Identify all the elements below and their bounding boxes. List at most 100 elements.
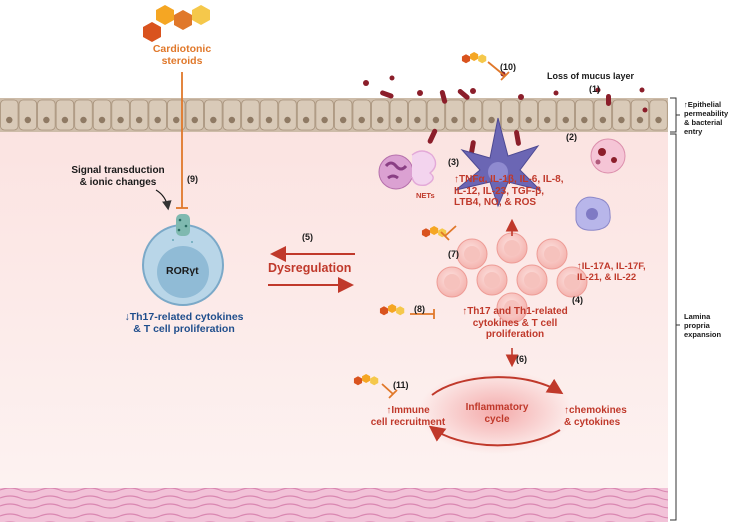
chemokines-label: ↑chemokines& cytokines xyxy=(564,405,627,428)
epithelial-nucleus xyxy=(43,116,50,124)
epithelial-cell xyxy=(259,99,279,131)
epithelial-cell xyxy=(204,99,223,131)
epithelial-cell xyxy=(630,99,650,131)
epithelial-nucleus xyxy=(191,116,198,124)
epithelial-nucleus xyxy=(618,116,625,124)
epithelial-nucleus xyxy=(581,116,588,124)
epithelial-brace xyxy=(670,97,680,133)
t-cell-nucleus xyxy=(504,240,520,256)
epithelial-cell xyxy=(74,99,93,131)
epithelial-nucleus xyxy=(377,116,384,124)
th17-down-label: ↓Th17-related cytokines& T cell prolifer… xyxy=(124,311,244,336)
step-8: (8) xyxy=(414,304,425,314)
epithelial-cell xyxy=(111,99,130,131)
loss-mucus-label: Loss of mucus layer xyxy=(547,71,635,81)
epithelial-nucleus xyxy=(451,116,458,124)
epithelium-layer xyxy=(0,98,668,132)
muscle-layer xyxy=(0,488,668,522)
epithelial-nucleus xyxy=(117,116,124,124)
roryt-label: RORγt xyxy=(166,265,199,277)
il17-label: ↑IL-17A, IL-17F,IL-21, & IL-22 xyxy=(577,261,646,283)
epithelial-nucleus xyxy=(24,116,32,124)
epithelial-cell xyxy=(593,99,613,131)
step-10: (10) xyxy=(500,62,517,72)
epithelial-cell xyxy=(408,99,427,131)
step-4: (4) xyxy=(572,295,583,305)
epithelial-cell xyxy=(575,99,594,131)
step-6: (6) xyxy=(516,354,527,364)
epithelial-cell xyxy=(649,99,668,131)
epithelial-nucleus xyxy=(265,116,273,124)
epithelial-cell xyxy=(148,99,167,131)
epithelial-cell xyxy=(463,99,483,131)
step-5: (5) xyxy=(302,232,313,242)
epithelial-nucleus xyxy=(321,116,328,124)
epithelial-cell xyxy=(185,99,204,131)
epithelial-cell xyxy=(222,99,242,131)
epithelial-nucleus xyxy=(302,116,310,124)
epithelial-cell xyxy=(241,99,260,131)
epithelial-nucleus xyxy=(414,116,421,124)
steroid-icon-10 xyxy=(461,52,487,64)
epithelial-cell xyxy=(55,99,75,131)
inflammatory-glow xyxy=(418,370,574,454)
epithelial-cell xyxy=(519,99,538,131)
epithelial-cell xyxy=(445,99,464,131)
bacteria-icon xyxy=(363,71,648,155)
epithelial-cell xyxy=(18,99,37,131)
epithelial-cell xyxy=(315,99,334,131)
step-2: (2) xyxy=(566,132,577,142)
epithelial-nucleus xyxy=(469,116,477,124)
epithelial-cell xyxy=(333,99,353,131)
epithelial-cell xyxy=(500,99,520,131)
steroid-icon-8 xyxy=(379,304,405,316)
signal-transduction-label: Signal transduction& ionic changes xyxy=(71,165,165,188)
epithelial-nucleus xyxy=(80,116,87,124)
epithelial-nucleus xyxy=(544,116,551,124)
epithelial-nucleus xyxy=(173,116,180,124)
epithelial-cell xyxy=(389,99,408,131)
nets-label: NETs xyxy=(416,191,435,200)
epithelial-nucleus xyxy=(247,116,254,124)
epithelial-cell xyxy=(129,99,149,131)
epithelial-nucleus xyxy=(135,116,143,124)
t-cell-nucleus xyxy=(504,300,520,316)
epithelial-nucleus xyxy=(6,116,13,124)
epithelial-cell xyxy=(37,99,56,131)
epithelial-cell xyxy=(0,99,19,131)
epithelial-cell xyxy=(92,99,112,131)
cardiotonic-steroid-icon xyxy=(143,5,210,42)
epithelial-nucleus xyxy=(61,116,69,124)
t-cell-nucleus xyxy=(464,246,480,262)
epithelial-cell xyxy=(556,99,575,131)
epithelial-cell xyxy=(278,99,297,131)
step-7: (7) xyxy=(448,249,459,259)
t-cell-nucleus xyxy=(544,246,560,262)
t-cell-nucleus xyxy=(484,272,500,288)
epithelial-nucleus xyxy=(339,116,347,124)
t-cell-nucleus xyxy=(564,274,580,290)
cycle-arrow-top xyxy=(431,376,564,396)
epithelial-nucleus xyxy=(525,116,532,124)
cytokines-top-label: ↑TNFα, IL-1β, IL-6, IL-8,IL-12, IL-23, T… xyxy=(454,174,564,208)
step-9: (9) xyxy=(187,174,198,184)
cycle-arrow-bottom xyxy=(428,425,561,447)
neutrophil-nets xyxy=(378,150,437,190)
t-cell-cluster xyxy=(436,232,588,324)
t-cell-nucleus xyxy=(444,274,460,290)
epithelial-cell xyxy=(371,99,390,131)
inhibition-lines xyxy=(176,61,510,399)
epithelial-cell xyxy=(296,99,316,131)
epithelial-nucleus xyxy=(599,116,607,124)
epithelial-cell xyxy=(482,99,501,131)
dysregulation-label: Dysregulation xyxy=(268,261,352,275)
epithelial-nucleus xyxy=(228,116,236,124)
